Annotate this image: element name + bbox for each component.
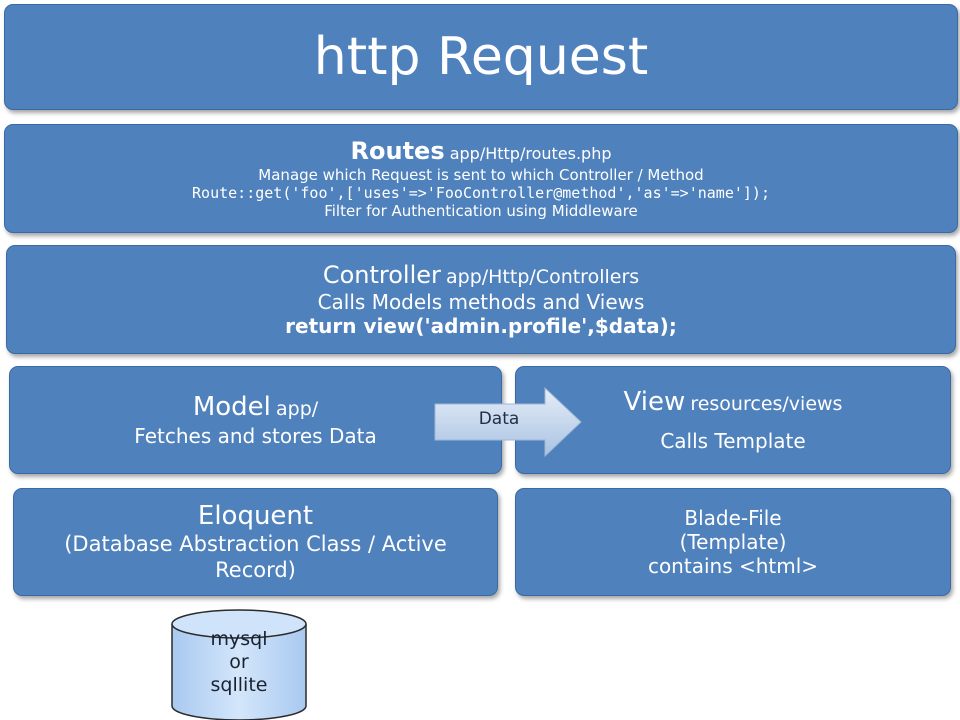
controller-heading: Controller app/Http/Controllers: [323, 261, 639, 290]
controller-path: app/Http/Controllers: [445, 266, 640, 289]
view-description: Calls Template: [660, 428, 806, 453]
controller-code: return view('admin.profile',$data);: [285, 313, 677, 338]
routes-middleware-note: Filter for Authentication using Middlewa…: [324, 201, 638, 220]
view-title: View: [623, 387, 686, 418]
eloquent-description-1: (Database Abstraction Class / Active: [64, 532, 447, 557]
database-line-1: mysql: [210, 628, 268, 650]
database-line-2: or: [229, 650, 249, 673]
model-title: Model: [192, 392, 271, 423]
model-box: Model app/ Fetches and stores Data: [9, 366, 502, 474]
routes-path: app/Http/routes.php: [449, 144, 612, 164]
database-cylinder-icon: [171, 609, 307, 720]
blade-title: Blade-File: [684, 506, 782, 530]
routes-title: Routes: [350, 137, 445, 166]
http-request-title: http Request: [313, 26, 649, 87]
routes-heading: Routes app/Http/routes.php: [351, 137, 612, 166]
view-box: View resources/views Calls Template: [515, 366, 951, 474]
model-description: Fetches and stores Data: [134, 423, 377, 448]
blade-box: Blade-File (Template) contains <html>: [515, 488, 951, 596]
database-line-3: sqllite: [210, 673, 268, 696]
controller-description: Calls Models methods and Views: [317, 289, 645, 314]
routes-description: Manage which Request is sent to which Co…: [258, 165, 704, 184]
data-arrow-label: Data: [478, 409, 520, 429]
routes-code: Route::get('foo',['uses'=>'FooController…: [192, 183, 770, 202]
blade-subtitle: (Template): [679, 530, 787, 554]
blade-description: contains <html>: [647, 554, 819, 578]
eloquent-description-2: Record): [215, 557, 296, 582]
controller-box: Controller app/Http/Controllers Calls Mo…: [6, 245, 956, 354]
view-heading: View resources/views: [624, 387, 843, 418]
eloquent-title: Eloquent: [197, 501, 314, 532]
http-request-box: http Request: [4, 4, 958, 110]
database-label: mysql or sqllite: [170, 628, 308, 696]
eloquent-box: Eloquent (Database Abstraction Class / A…: [13, 488, 498, 596]
data-arrow-icon: [434, 386, 582, 458]
controller-title: Controller: [322, 261, 441, 290]
model-heading: Model app/: [193, 392, 318, 423]
view-path: resources/views: [690, 393, 843, 416]
model-path: app/: [276, 398, 319, 421]
routes-box: Routes app/Http/routes.php Manage which …: [4, 124, 958, 233]
